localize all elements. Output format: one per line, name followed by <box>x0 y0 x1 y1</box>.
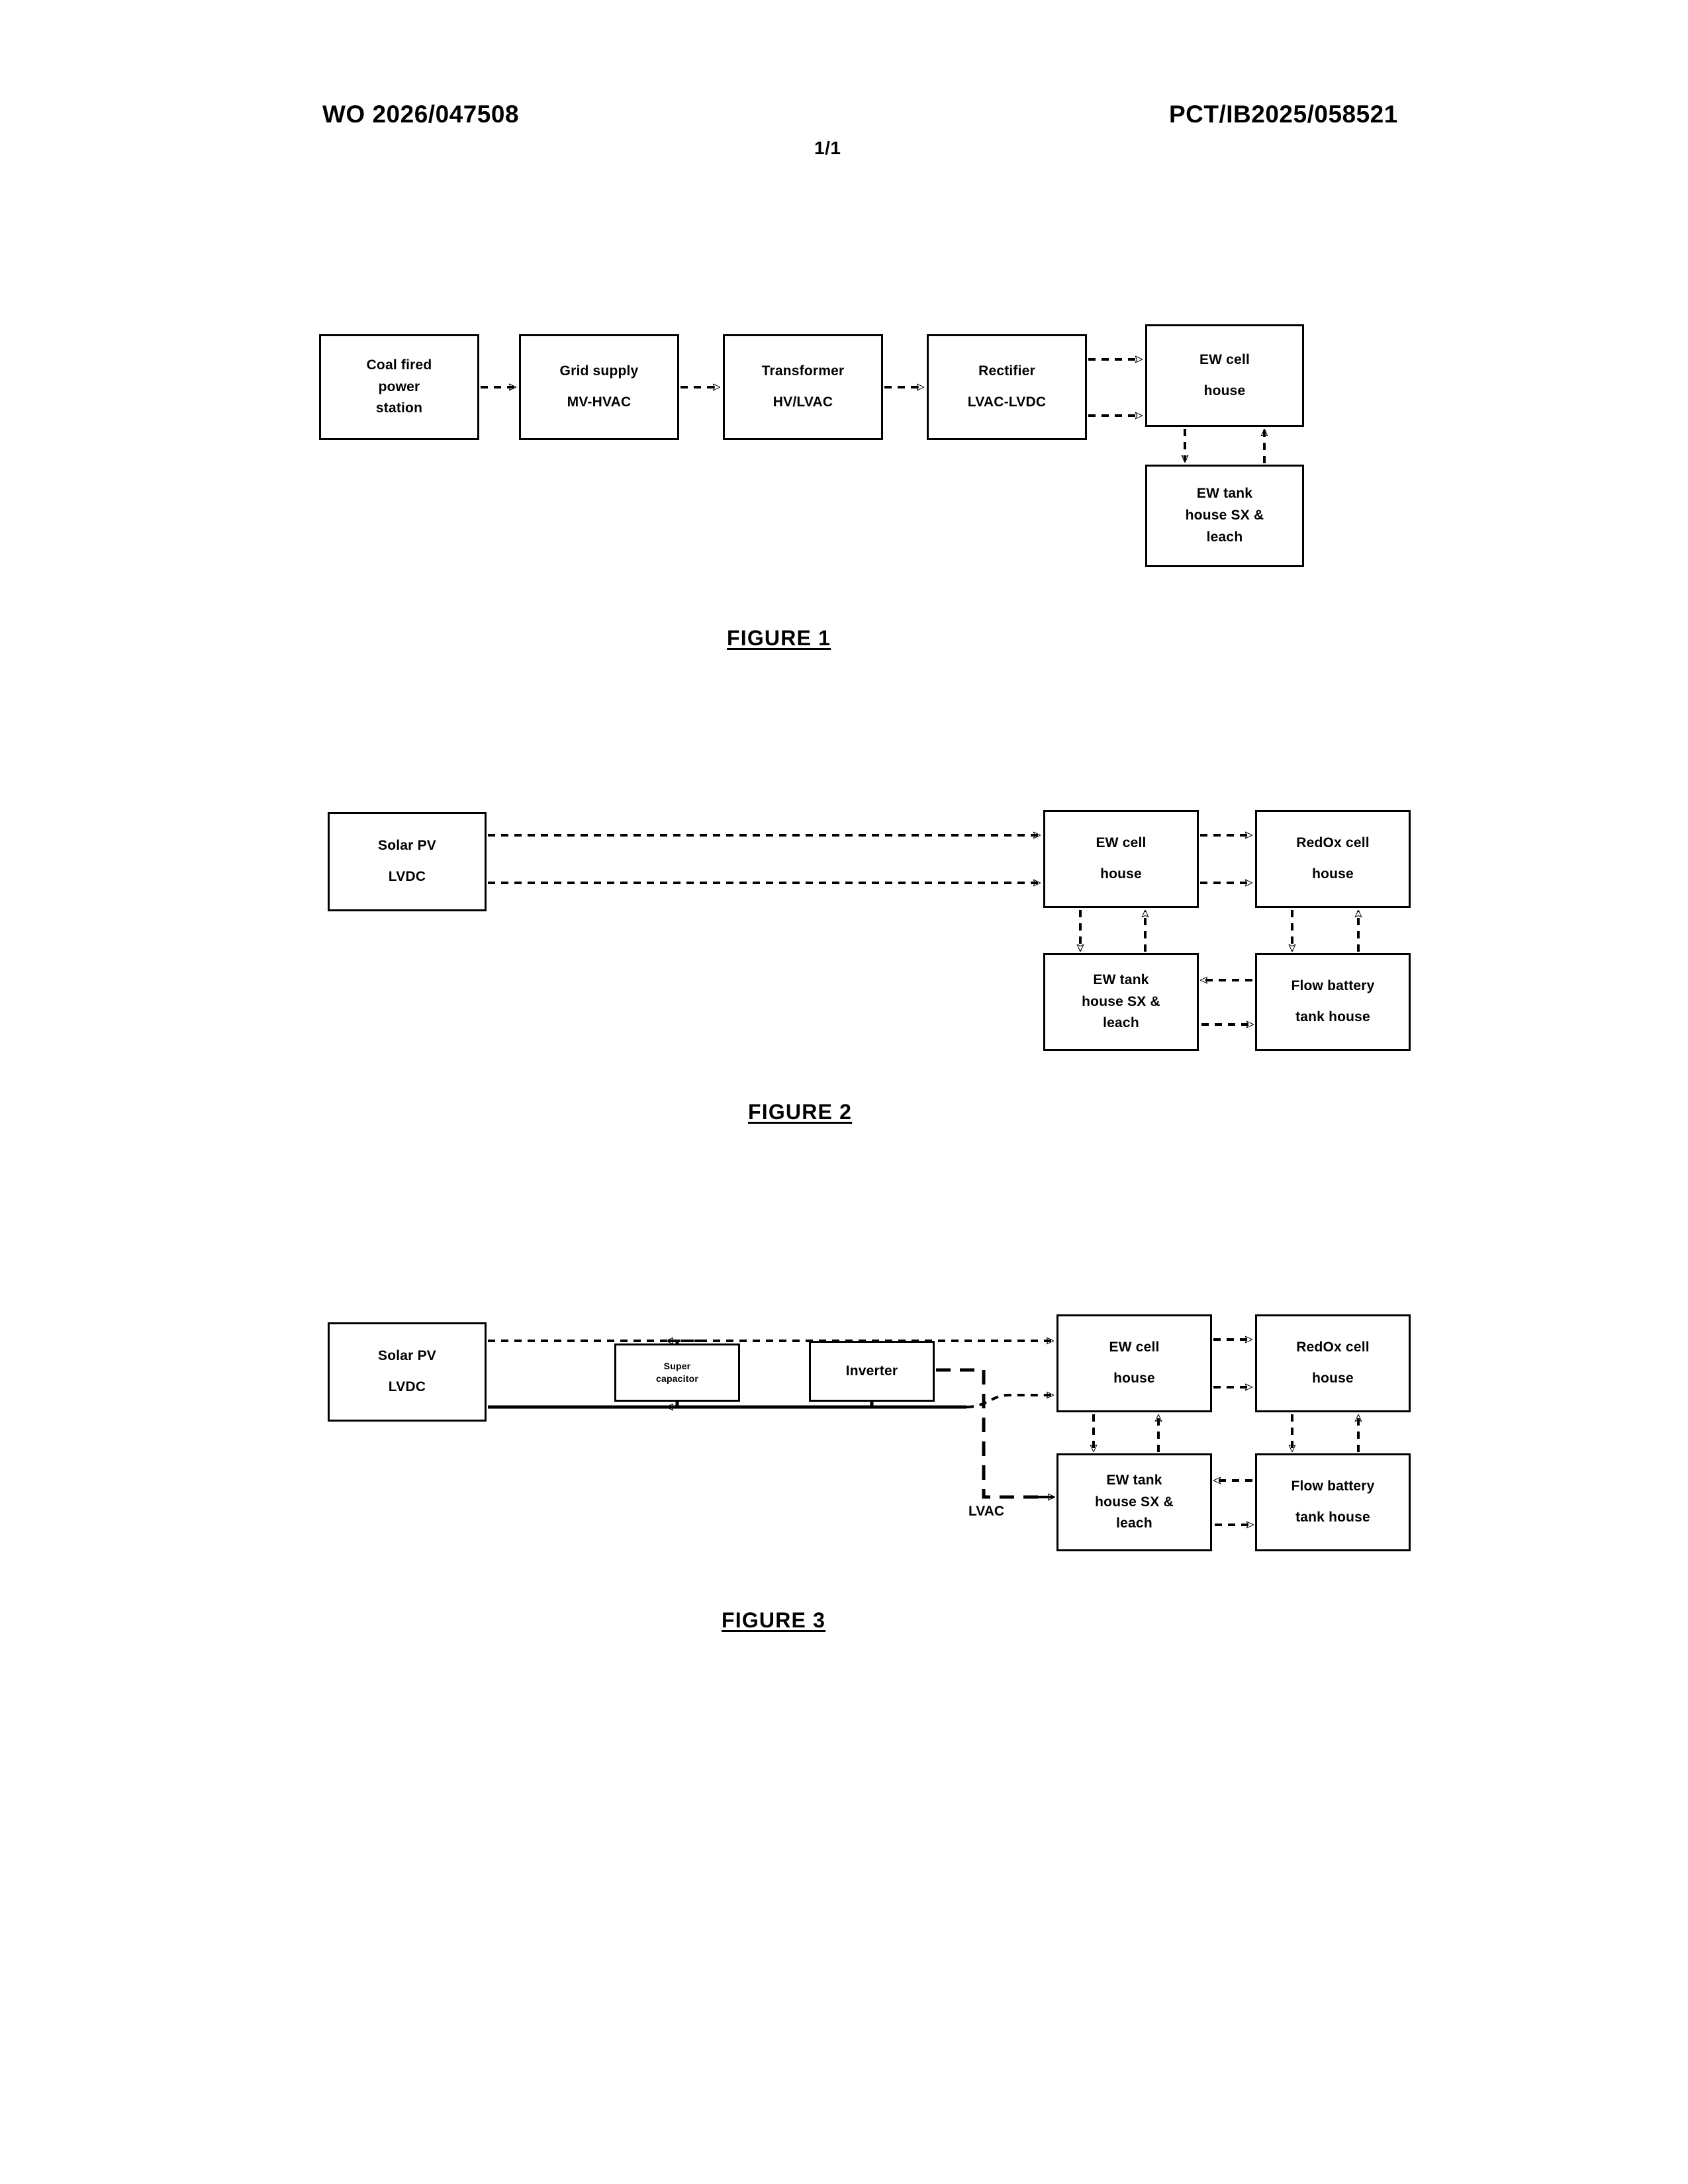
box-line: Solar PV <box>378 1348 436 1364</box>
box-line: LVDC <box>388 1379 426 1394</box>
figure-2-caption: FIGURE 2 <box>748 1100 853 1124</box>
lvac-label: LVAC <box>968 1504 1005 1519</box>
box-line: EW tank <box>1196 486 1253 502</box>
box-line: leach <box>1206 529 1243 545</box>
fig1-box-grid-supply: Grid supply MV-HVAC <box>519 334 679 440</box>
fig1-box-transformer: Transformer HV/LVAC <box>723 334 883 440</box>
box-line: Rectifier <box>978 363 1035 379</box>
fig3-box-solar-pv: Solar PV LVDC <box>328 1322 487 1422</box>
application-number: PCT/IB2025/058521 <box>1169 101 1398 128</box>
box-line: leach <box>1103 1015 1139 1031</box>
box-line: Solar PV <box>378 838 436 854</box>
box-line: RedOx cell <box>1296 1340 1370 1355</box>
box-line: Transformer <box>761 363 845 379</box>
box-line: house SX & <box>1095 1494 1174 1510</box>
box-line: LVAC-LVDC <box>967 394 1047 410</box>
fig2-box-ew-cell-house: EW cell house <box>1043 810 1199 908</box>
box-line: Flow battery <box>1291 978 1375 994</box>
fig1-box-ew-cell-house: EW cell house <box>1145 324 1304 427</box>
box-line: Flow battery <box>1291 1479 1375 1494</box>
fig3-box-ew-cell-house: EW cell house <box>1056 1314 1212 1412</box>
box-line: Inverter <box>845 1363 898 1379</box>
fig2-box-flow-battery-tank-house: Flow battery tank house <box>1255 953 1411 1051</box>
box-line: house <box>1312 1371 1354 1386</box>
box-line: tank house <box>1295 1510 1370 1525</box>
box-line: leach <box>1116 1516 1152 1531</box>
box-line: house <box>1113 1371 1155 1386</box>
figure-3-caption: FIGURE 3 <box>722 1608 826 1632</box>
box-line: MV-HVAC <box>567 394 632 410</box>
box-line: capacitor <box>655 1373 699 1384</box>
box-line: Super <box>663 1360 691 1371</box>
box-line: Grid supply <box>559 363 639 379</box>
box-line: HV/LVAC <box>773 394 833 410</box>
box-line: EW cell <box>1199 351 1250 367</box>
box-line: house <box>1312 866 1354 882</box>
box-line: power <box>378 379 420 394</box>
box-line: EW tank <box>1106 1472 1162 1488</box>
box-line: station <box>375 400 423 416</box>
fig1-box-coal-fired-power-station: Coal fired power station <box>319 334 479 440</box>
sheet-number: 1/1 <box>814 138 841 158</box>
fig1-box-rectifier: Rectifier LVAC-LVDC <box>927 334 1087 440</box>
box-line: EW tank <box>1093 972 1149 987</box>
fig3-box-ew-tank-house: EW tank house SX & leach <box>1056 1453 1212 1551</box>
box-line: house <box>1203 383 1246 398</box>
box-line: house SX & <box>1185 508 1264 523</box>
box-line: house SX & <box>1082 993 1160 1009</box>
box-line: EW cell <box>1109 1340 1160 1355</box>
fig2-box-solar-pv: Solar PV LVDC <box>328 812 487 911</box>
fig2-box-ew-tank-house: EW tank house SX & leach <box>1043 953 1199 1051</box>
box-line: LVDC <box>388 869 426 884</box>
box-line: tank house <box>1295 1009 1370 1024</box>
box-line: Coal fired <box>366 357 432 373</box>
fig1-box-ew-tank-house: EW tank house SX & leach <box>1145 465 1304 567</box>
figure-1-caption: FIGURE 1 <box>727 626 831 650</box>
fig2-box-redox-cell-house: RedOx cell house <box>1255 810 1411 908</box>
box-line: RedOx cell <box>1296 835 1370 851</box>
publication-number: WO 2026/047508 <box>322 101 520 128</box>
fig3-box-redox-cell-house: RedOx cell house <box>1255 1314 1411 1412</box>
box-line: EW cell <box>1096 835 1147 851</box>
fig3-box-flow-battery-tank-house: Flow battery tank house <box>1255 1453 1411 1551</box>
box-line: house <box>1100 866 1142 882</box>
